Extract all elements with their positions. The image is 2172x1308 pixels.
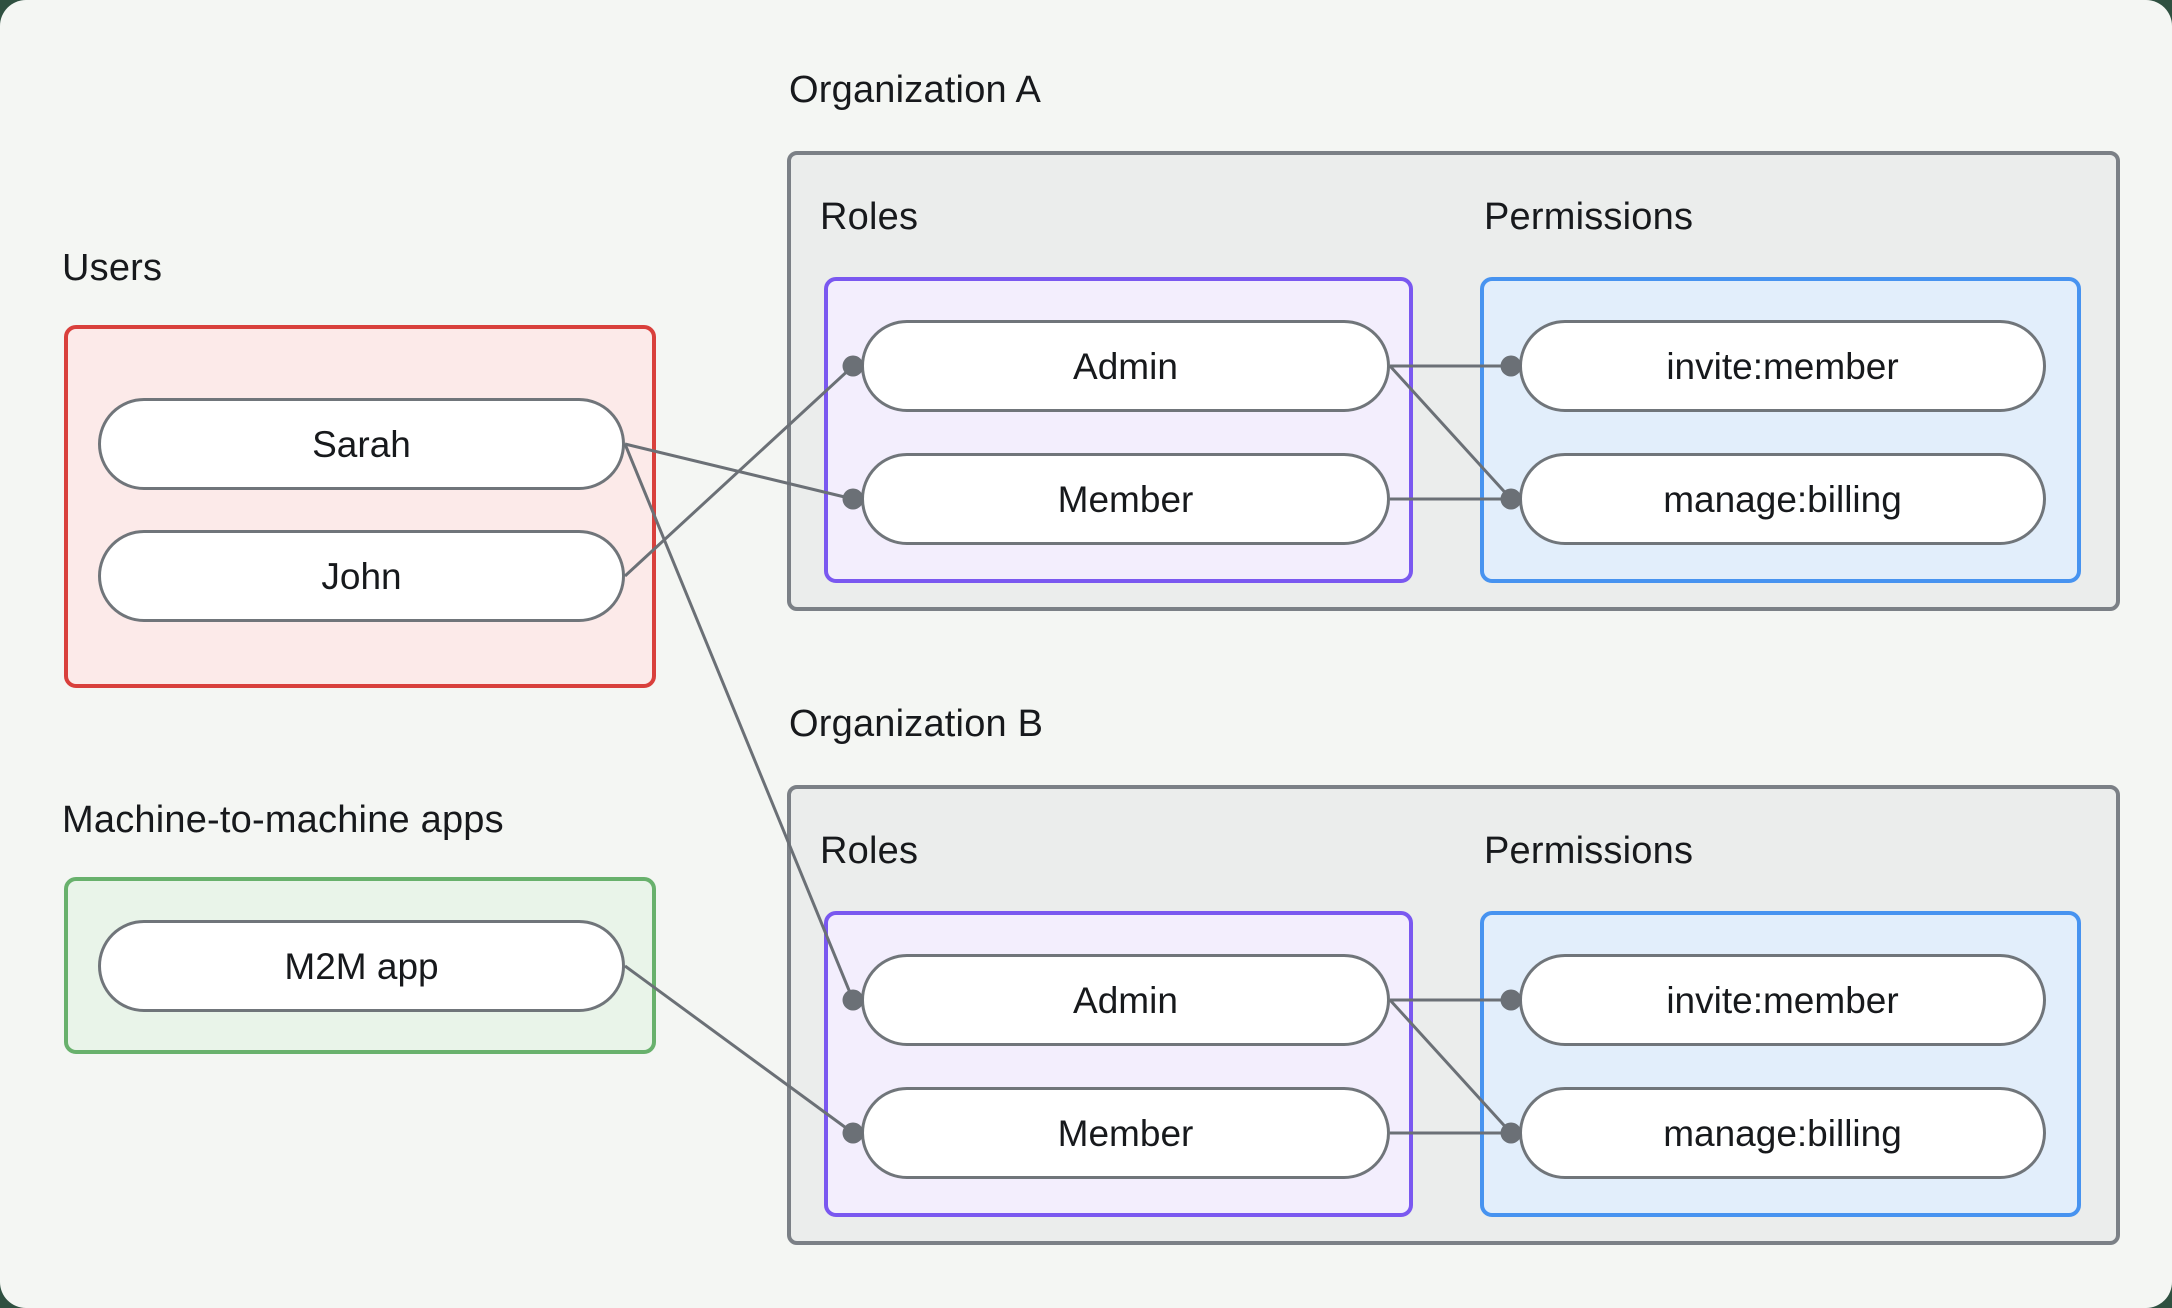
node-org-a-permission-manage-billing: manage:billing xyxy=(1519,453,2046,545)
org-b-label: Organization B xyxy=(789,703,1044,745)
node-user-john: John xyxy=(98,530,625,622)
node-org-b-role-member: Member xyxy=(861,1087,1390,1179)
node-m2m-app: M2M app xyxy=(98,920,625,1012)
org-b-permissions-label: Permissions xyxy=(1484,830,1694,872)
m2m-group-label: Machine-to-machine apps xyxy=(62,799,504,841)
node-org-a-role-admin: Admin xyxy=(861,320,1390,412)
users-group-box xyxy=(64,325,656,688)
node-org-b-permission-invite-member: invite:member xyxy=(1519,954,2046,1046)
org-a-label: Organization A xyxy=(789,69,1042,111)
org-a-permissions-label: Permissions xyxy=(1484,196,1694,238)
users-group-label: Users xyxy=(62,247,163,289)
node-org-b-role-admin: Admin xyxy=(861,954,1390,1046)
node-user-sarah: Sarah xyxy=(98,398,625,490)
node-org-b-permission-manage-billing: manage:billing xyxy=(1519,1087,2046,1179)
org-a-roles-label: Roles xyxy=(820,196,919,238)
node-org-a-permission-invite-member: invite:member xyxy=(1519,320,2046,412)
node-org-a-role-member: Member xyxy=(861,453,1390,545)
org-b-roles-label: Roles xyxy=(820,830,919,872)
